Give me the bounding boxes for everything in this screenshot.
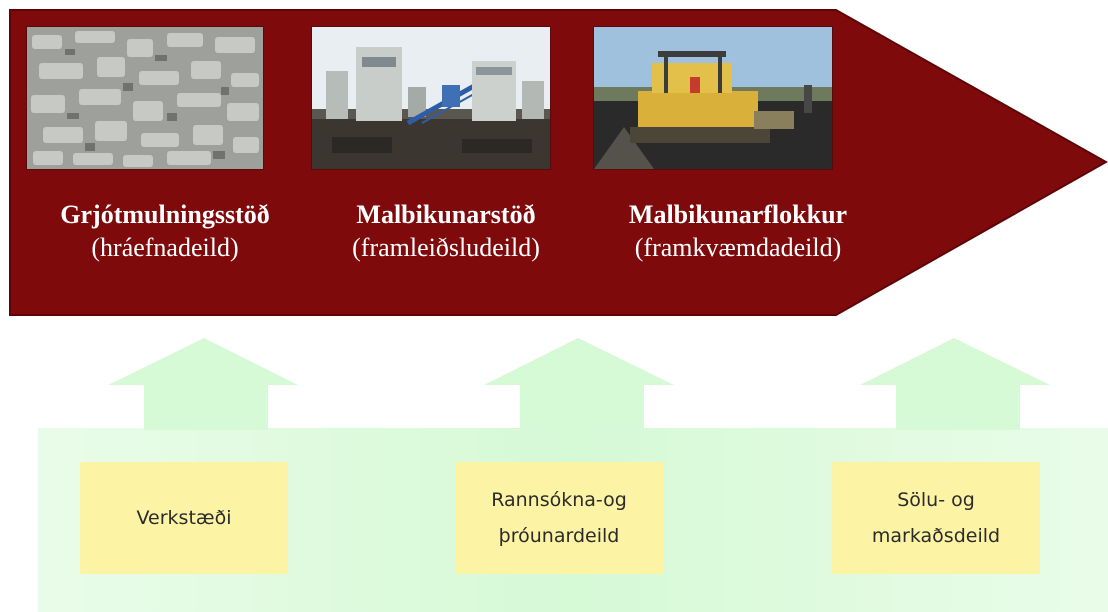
stage-subtitle-2: (framleiðsludeild)	[352, 233, 540, 262]
department-label: Verkstæði	[136, 507, 232, 529]
crushed-stone-photo	[26, 26, 264, 170]
stage-caption-2: Malbikunarstöð (framleiðsludeild)	[310, 198, 582, 264]
department-label: þróunardeild	[498, 525, 620, 547]
stage-caption-1: Grjótmulningsstöð (hráefnadeild)	[24, 198, 306, 264]
stage-subtitle-1: (hráefnadeild)	[91, 233, 239, 262]
department-box-research: Rannsókna-og þróunardeild	[455, 462, 663, 574]
stage-title-2: Malbikunarstöð	[356, 200, 536, 229]
paving-machine-photo	[593, 26, 833, 170]
stage-subtitle-3: (framkvæmdadeild)	[634, 233, 842, 262]
stage-title-3: Malbikunarflokkur	[628, 200, 848, 229]
department-box-sales: Sölu- og markaðsdeild	[832, 462, 1040, 574]
up-arrow-icon	[484, 338, 674, 430]
department-label: Sölu- og	[897, 489, 975, 511]
up-arrow-icon	[108, 338, 298, 430]
stage-title-1: Grjótmulningsstöð	[60, 200, 270, 229]
department-label: Rannsókna-og	[491, 489, 627, 511]
stage-caption-3: Malbikunarflokkur (framkvæmdadeild)	[588, 198, 888, 264]
asphalt-plant-photo	[311, 26, 551, 170]
up-arrow-icon	[860, 338, 1050, 430]
department-label: markaðsdeild	[871, 525, 1001, 547]
department-box-workshop: Verkstæði	[80, 462, 288, 574]
